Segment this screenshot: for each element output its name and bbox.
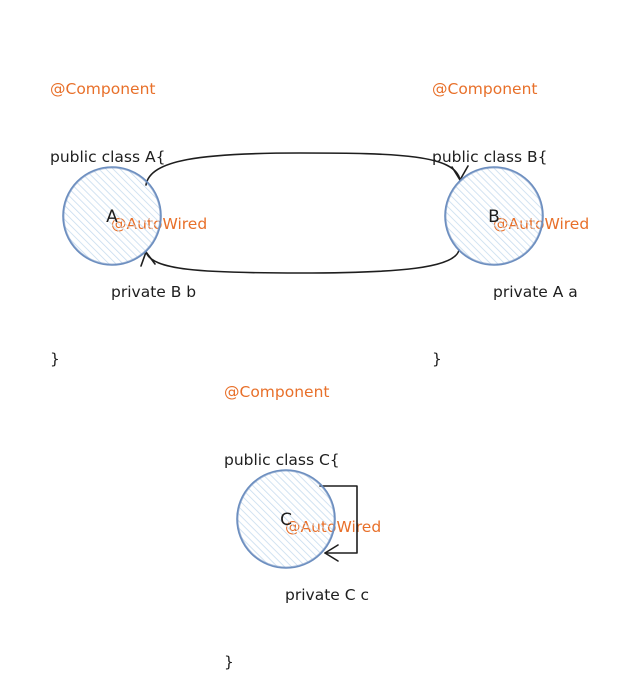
edge-b-to-a — [145, 249, 460, 274]
arrowhead-c-self — [324, 544, 339, 562]
class-a-declaration: public class A{ — [50, 147, 166, 166]
node-b-label: B — [488, 207, 500, 227]
class-c-annotation: @Component — [224, 383, 330, 401]
class-a-annotation: @Component — [50, 80, 156, 98]
dependency-diagram: A B C — [62, 152, 544, 569]
class-a-field: private B b — [111, 282, 197, 301]
node-c-label: C — [280, 510, 292, 530]
class-b-declaration: public class B{ — [432, 147, 548, 166]
class-b-field: private A a — [493, 282, 578, 301]
edge-a-to-b — [145, 152, 461, 186]
class-c-declaration: public class C{ — [224, 450, 340, 469]
class-c-field: private C c — [285, 585, 370, 604]
class-a-code: @Component public class A{ @AutoWired pr… — [50, 33, 207, 393]
node-b: B — [444, 166, 544, 266]
node-a-label: A — [106, 207, 118, 227]
class-a-close-brace: } — [50, 350, 60, 368]
edge-c-self-loop — [319, 485, 358, 554]
class-b-annotation: @Component — [432, 80, 538, 98]
node-a: A — [62, 166, 162, 266]
class-b-close-brace: } — [432, 350, 442, 368]
class-c-close-brace: } — [224, 653, 234, 671]
node-c: C — [236, 469, 336, 569]
